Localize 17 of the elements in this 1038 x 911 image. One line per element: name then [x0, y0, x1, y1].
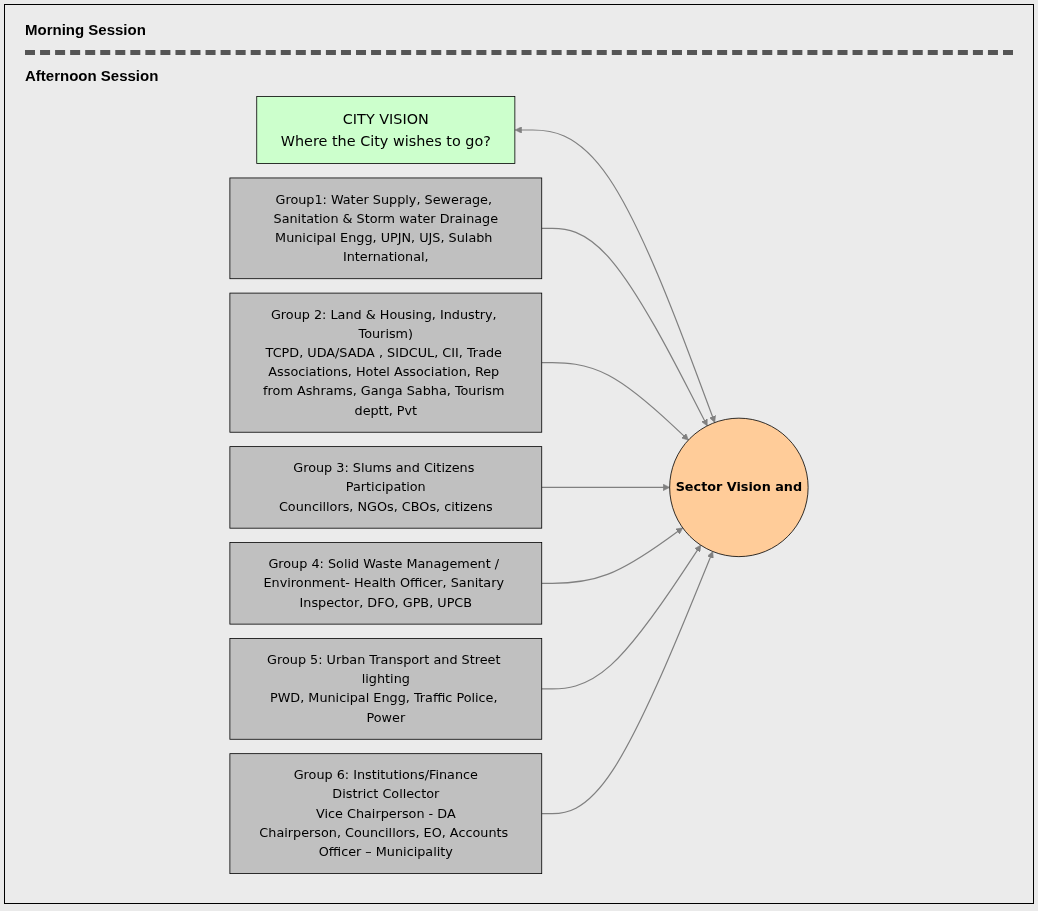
- node-box: Group 4: Solid Waste Management / Environment- Health Officer, Sanitary Inspector, DFO, GPB, UPCB: [229, 542, 543, 625]
- node-box: Group1: Water Supply, Sewerage, Sanitation & Storm water Drainage Municipal Engg, UPJN, UJS, Sulabh International,: [229, 177, 543, 280]
- node-box: Group 2: Land & Housing, Industry, Tourism) TCPD, UDA/SADA , SIDCUL, CII, Trade Associations, Hotel Association, Rep from Ashrams, Ganga Sabha, Tourism deptt, Pvt: [229, 292, 543, 433]
- arrow: [514, 126, 716, 423]
- session-label: Morning Session: [25, 21, 146, 38]
- node-box: Group 5: Urban Transport and Street lighting PWD, Municipal Engg, Traffic Police, Power: [229, 638, 543, 740]
- arrow: [541, 362, 689, 441]
- node-box: Group 3: Slums and Citizens Participation Councillors, NGOs, CBOs, citizens: [229, 446, 543, 529]
- node-box: Group 6: Institutions/Finance District Collector Vice Chairperson - DA Chairperson, Councillors, EO, Accounts Officer – Municipality: [229, 753, 543, 874]
- arrow: [541, 544, 702, 690]
- node-box: CITY VISION Where the City wishes to go?: [256, 96, 516, 164]
- arrow: [541, 527, 684, 584]
- session-label: Afternoon Session: [25, 67, 159, 84]
- arrow: [541, 227, 708, 427]
- arrow: [541, 483, 670, 491]
- node-circle: Sector Vision and: [669, 417, 809, 558]
- arrow: [541, 551, 714, 815]
